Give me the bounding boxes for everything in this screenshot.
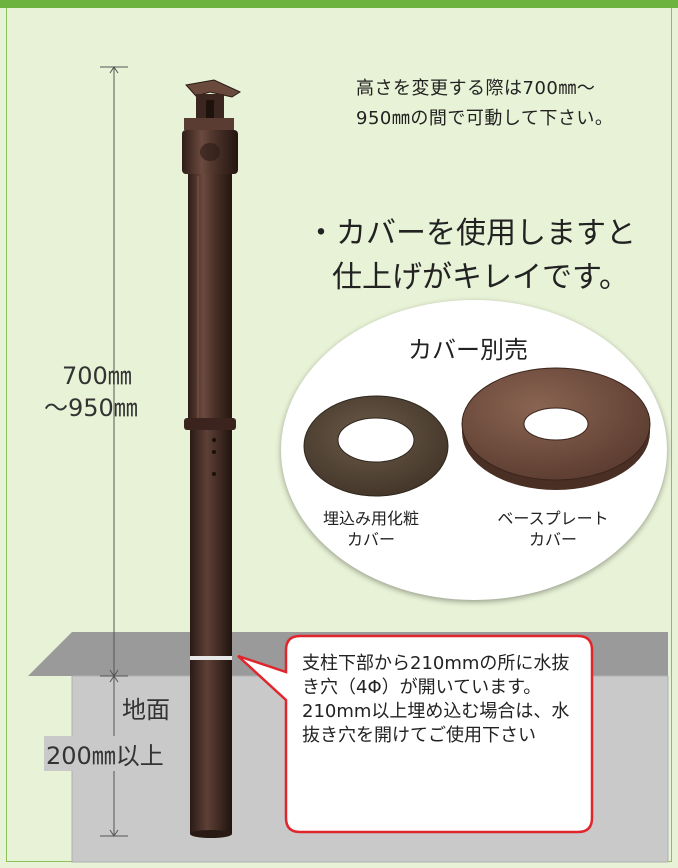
base-plate-cover-caption-line-1: ベースプレート xyxy=(497,509,609,528)
base-plate-cover-caption: ベースプレート カバー xyxy=(478,508,628,550)
embed-cover-caption-line-2: カバー xyxy=(346,530,395,549)
post xyxy=(182,79,242,838)
ground-label: 地面 xyxy=(122,696,170,724)
depth-label: 200㎜以上 xyxy=(44,736,166,771)
headline-line-1: ・カバーを使用しますと xyxy=(306,216,636,251)
headline-line-2: 仕上げがキレイです。 xyxy=(332,260,629,295)
embed-cover-image xyxy=(303,395,449,497)
height-range-label: 700㎜ ～950㎜ xyxy=(44,360,138,424)
callout-bubble xyxy=(237,634,594,834)
note-line-2: 950㎜の間で可動して下さい。 xyxy=(356,108,614,129)
base-plate-cover-caption-line-2: カバー xyxy=(528,530,577,549)
cover-options-title: カバー別売 xyxy=(408,336,528,364)
embed-cover-caption: 埋込み用化粧 カバー xyxy=(306,508,436,550)
headline: ・カバーを使用しますと 仕上げがキレイです。 xyxy=(306,212,636,300)
note-line-1: 高さを変更する際は700㎜～ xyxy=(356,78,596,99)
top-bar xyxy=(0,0,678,8)
adjustment-note: 高さを変更する際は700㎜～ 950㎜の間で可動して下さい。 xyxy=(356,74,613,134)
drain-hole-callout-text: 支柱下部から210mmの所に水抜き穴（4Φ）が開いています。210mm以上埋め込… xyxy=(302,653,570,746)
height-min: 700㎜ xyxy=(62,362,132,390)
base-plate-cover-image xyxy=(461,367,651,490)
embed-cover-caption-line-1: 埋込み用化粧 xyxy=(322,509,419,528)
height-max: ～950㎜ xyxy=(44,394,138,422)
